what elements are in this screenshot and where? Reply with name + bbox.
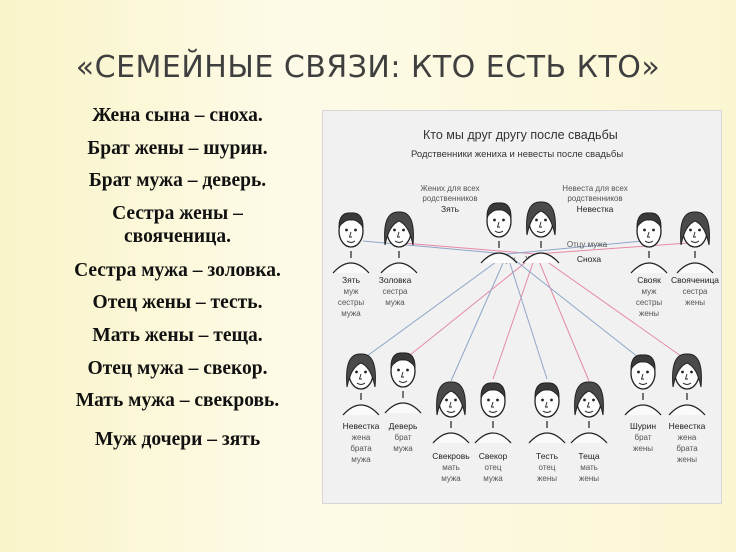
relation-line xyxy=(402,242,537,255)
caption-sub: жены xyxy=(633,444,653,453)
picture-subtitle: Родственники жениха и невесты после свад… xyxy=(411,149,623,160)
caption-sub: жены xyxy=(537,474,557,483)
caption-sub: отец xyxy=(539,463,556,472)
person-figure xyxy=(570,381,608,444)
relation-line xyxy=(535,253,590,382)
relation-line xyxy=(535,242,689,255)
caption-sub: мать xyxy=(442,463,460,472)
caption-teshcha: Теща xyxy=(578,451,599,461)
relation-item: Отец мужа – свекор. xyxy=(87,357,268,379)
bride-note-label: Невестка xyxy=(577,204,614,214)
caption-sub: отец xyxy=(485,463,502,472)
caption-sub: сестры xyxy=(636,298,663,307)
relation-item: Сестра мужа – золовка. xyxy=(74,259,281,281)
person-figure xyxy=(624,354,662,416)
relation-line xyxy=(362,240,508,255)
relation-item: Брат мужа – деверь. xyxy=(88,170,267,192)
caption-zyat-top: Зять xyxy=(342,275,361,285)
caption-svoyak: Свояк xyxy=(637,275,661,285)
caption-shurin: Шурин xyxy=(630,421,656,431)
person-figure xyxy=(384,352,422,414)
family-diagram-svg: Кто мы друг другу после свадьбы Родствен… xyxy=(332,128,719,483)
relations-list: Жена сына – сноха. Брат жены – шурин. Бр… xyxy=(40,104,315,461)
person-figure xyxy=(630,212,668,274)
caption-svekor: Свекор xyxy=(479,451,508,461)
caption-sub: жены xyxy=(579,474,599,483)
caption-sub: жена xyxy=(678,433,697,442)
caption-sub: сестра xyxy=(382,287,408,296)
relation-line xyxy=(506,240,644,255)
person-figure xyxy=(332,212,370,274)
relation-line xyxy=(506,253,644,362)
caption-zolovka: Золовка xyxy=(379,275,412,285)
caption-sub: муж xyxy=(641,287,657,296)
caption-sub: брат xyxy=(635,433,652,442)
groom-note-line: Жених для всех xyxy=(420,184,479,193)
relation-item: Брат жены – шурин. xyxy=(87,137,268,159)
person-figure xyxy=(528,382,566,444)
caption-sub: мужа xyxy=(341,309,361,318)
caption-sub: мужа xyxy=(393,444,413,453)
relation-line xyxy=(404,253,537,360)
person-figure xyxy=(676,211,714,274)
snokha-label: Сноха xyxy=(577,254,602,264)
caption-sub: муж xyxy=(343,287,359,296)
slide-title: «СЕМЕЙНЫЕ СВЯЗИ: КТО ЕСТЬ КТО» xyxy=(75,50,661,85)
groom-note-line: родственников xyxy=(422,194,477,203)
person-figure xyxy=(522,201,560,264)
father-note: Отцу мужа xyxy=(567,240,608,249)
groom-note-label: Зять xyxy=(441,204,460,214)
caption-sub: мужа xyxy=(441,474,461,483)
caption-sub: мужа xyxy=(351,455,371,464)
relation-line xyxy=(492,253,537,380)
caption-nevestka-left: Невестка xyxy=(343,421,380,431)
caption-sub: брата xyxy=(676,444,698,453)
caption-sub: брата xyxy=(350,444,372,453)
person-figure xyxy=(432,381,470,444)
relation-line xyxy=(450,253,508,382)
relation-line xyxy=(535,253,689,362)
caption-dever: Деверь xyxy=(389,421,418,431)
relation-item: Жена сына – сноха. xyxy=(92,105,263,126)
caption-sub: сестра xyxy=(682,287,708,296)
relation-item: Отец жены – тесть. xyxy=(92,292,263,314)
caption-sub: жена xyxy=(352,433,371,442)
person-figure xyxy=(380,211,418,274)
relation-line xyxy=(362,253,508,360)
caption-sub: жены xyxy=(639,309,659,318)
caption-sub: брат xyxy=(395,433,412,442)
relation-lines xyxy=(362,240,689,382)
caption-svekrov: Свекровь xyxy=(432,451,470,461)
bride-note-line: Невеста для всех xyxy=(562,184,627,193)
picture-title: Кто мы друг другу после свадьбы xyxy=(423,128,618,142)
caption-test: Тесть xyxy=(536,451,559,461)
caption-svoyachenitsa: Свояченица xyxy=(671,275,719,285)
caption-nevestka-right: Невестка xyxy=(669,421,706,431)
relation-item: Мать мужа – свекровь. xyxy=(75,390,280,412)
caption-sub: жены xyxy=(677,455,697,464)
person-figure xyxy=(474,382,512,444)
family-diagram-picture: Кто мы друг другу после свадьбы Родствен… xyxy=(322,110,722,504)
relation-item: Мать жены – теща. xyxy=(92,324,263,346)
relation-item: Муж дочери – зять xyxy=(94,429,261,451)
person-figure xyxy=(480,202,518,264)
caption-sub: мужа xyxy=(483,474,503,483)
bride-note-line: родственников xyxy=(567,194,622,203)
caption-sub: сестры xyxy=(338,298,365,307)
person-figure xyxy=(668,353,706,416)
faces-layer xyxy=(332,201,714,444)
caption-sub: мать xyxy=(580,463,598,472)
relation-item: Сестра жены – свояченица. xyxy=(112,202,243,247)
caption-sub: жены xyxy=(685,298,705,307)
relation-line xyxy=(506,253,548,380)
person-figure xyxy=(342,353,380,416)
caption-sub: мужа xyxy=(385,298,405,307)
